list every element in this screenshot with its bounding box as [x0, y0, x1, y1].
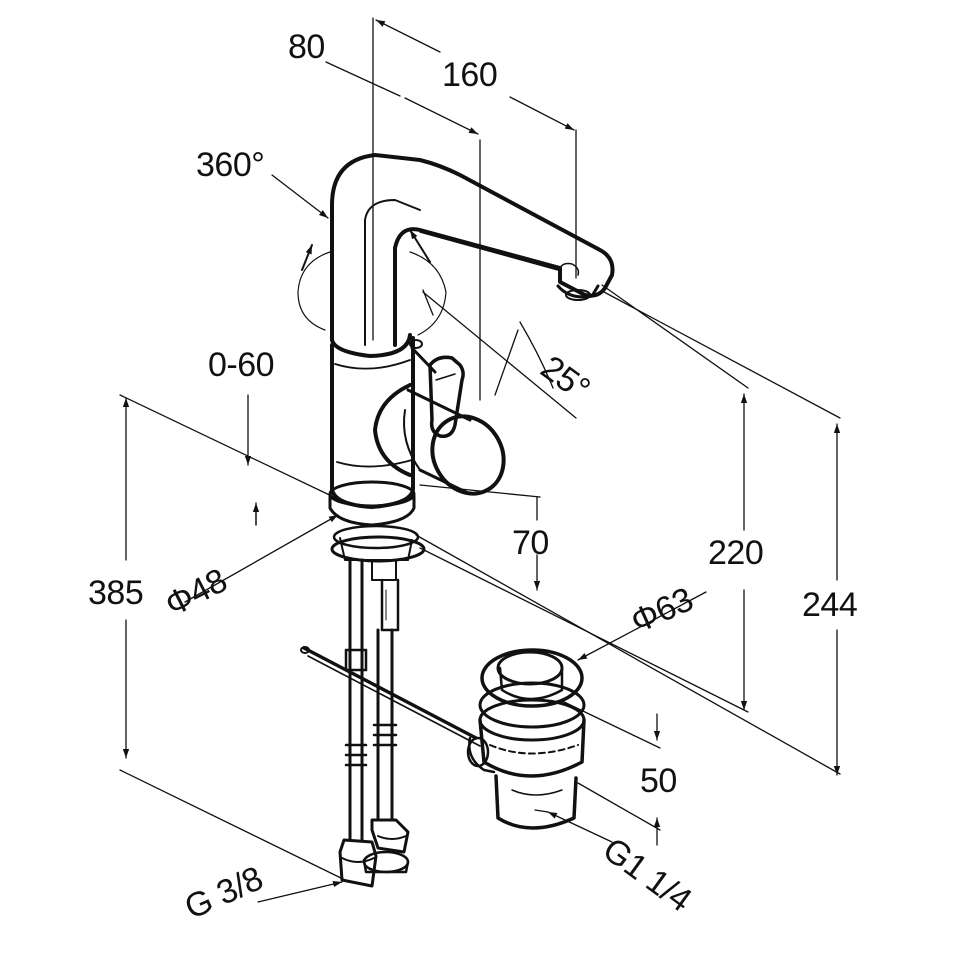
mounting-assembly: [301, 526, 480, 886]
dim-swivel-angle-label: 360°: [196, 146, 265, 184]
dimension-lines: [120, 18, 840, 902]
dim-70-label: 70: [512, 524, 549, 562]
dim-220-label: 220: [708, 534, 764, 572]
dim-50-label: 50: [640, 762, 677, 800]
pop-up-waste: [468, 650, 584, 828]
rotation-indicator: [298, 230, 446, 335]
dim-244-label: 244: [802, 586, 858, 624]
dim-80-label: 80: [288, 28, 325, 66]
dim-160-label: 160: [442, 56, 498, 94]
dim-lift-range-label: 0-60: [208, 346, 275, 384]
dim-385-label: 385: [88, 574, 144, 612]
